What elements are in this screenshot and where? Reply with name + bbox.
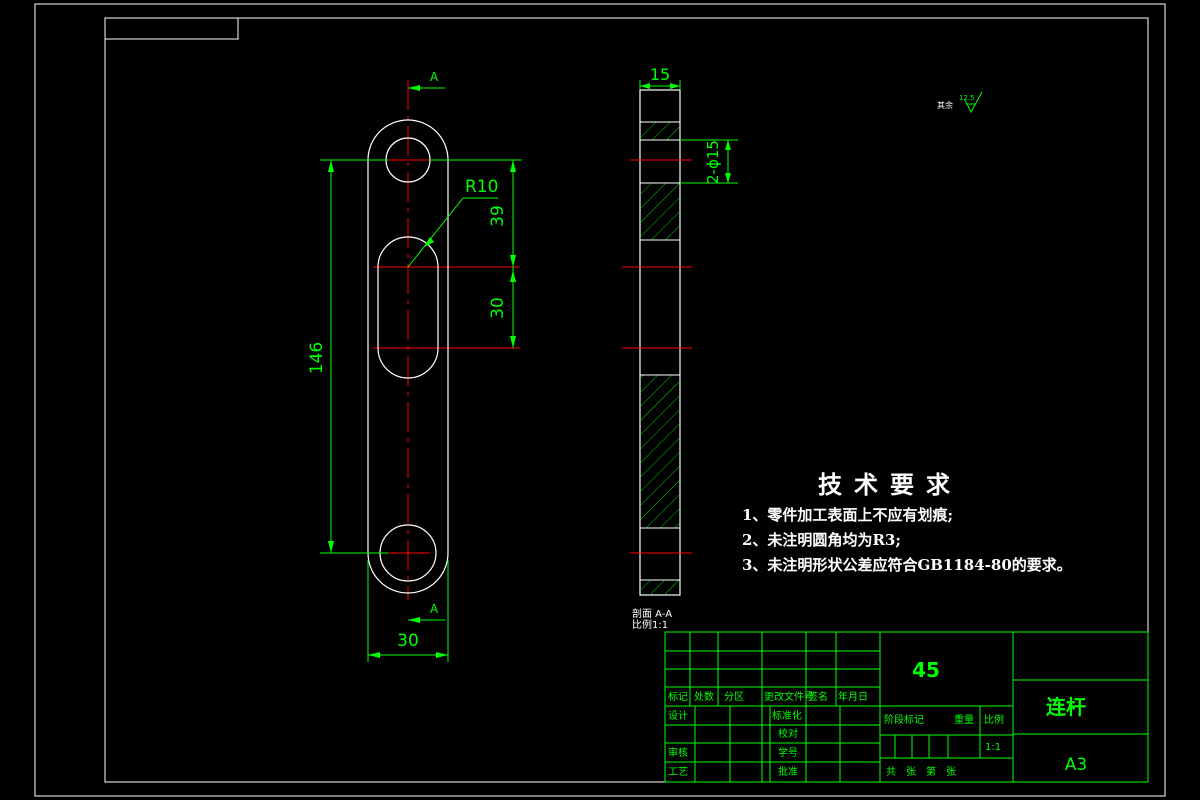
student-no-label: 学号 xyxy=(778,746,798,759)
dim-30-slot: 30 xyxy=(488,297,508,319)
scale-label: 比例1:1 xyxy=(632,618,668,631)
design-label: 设计 xyxy=(668,709,688,722)
title-block-text: 标记 处数 分区 更改文件号 签名 年月日 设计 标准化 校对 审核 学号 工艺… xyxy=(668,658,1087,778)
header-count: 处数 xyxy=(694,690,714,703)
ratio-value: 1:1 xyxy=(985,742,1001,753)
section-marker-a-top: A xyxy=(430,70,439,84)
tech-requirement-2: 2、未注明圆角均为R3; xyxy=(742,531,901,549)
part-name: 连杆 xyxy=(1046,695,1086,719)
surface-finish-symbol: 其余 12.5 xyxy=(937,91,983,114)
front-dim-text: 146 39 30 R10 30 A A xyxy=(307,70,508,651)
header-mark: 标记 xyxy=(668,691,688,703)
process-label: 工艺 xyxy=(668,766,688,778)
sheets-label: 共 张 第 张 xyxy=(886,765,956,778)
proofread-label: 校对 xyxy=(778,727,798,740)
drawing-frame xyxy=(34,3,1166,797)
standardize-label: 标准化 xyxy=(772,709,802,722)
title-block xyxy=(664,631,1149,783)
dim-39: 39 xyxy=(488,205,508,227)
tech-requirements-title: 技术要求 xyxy=(818,470,962,499)
ratio-label: 比例 xyxy=(984,713,1004,726)
header-sign: 签名 xyxy=(808,690,828,703)
stage-label: 阶段标记 xyxy=(884,713,924,726)
tech-requirement-1: 1、零件加工表面上不应有划痕; xyxy=(742,506,953,524)
dim-2-phi15: 2-ϕ15 xyxy=(704,140,722,184)
check-label: 审核 xyxy=(668,746,688,759)
section-dim-text: 15 2-ϕ15 xyxy=(650,65,722,184)
front-view xyxy=(367,80,520,623)
dim-15: 15 xyxy=(650,65,670,84)
header-date: 年月日 xyxy=(838,690,868,703)
dim-146: 146 xyxy=(307,342,327,374)
tech-requirement-3: 3、未注明形状公差应符合GB1184-80的要求。 xyxy=(742,556,1072,574)
middle-slot xyxy=(377,236,439,379)
section-labels: 剖面 A-A 比例1:1 xyxy=(632,607,672,631)
front-dimensions xyxy=(320,159,522,662)
header-zone: 分区 xyxy=(724,691,744,703)
paper-size: A3 xyxy=(1065,755,1087,775)
section-view xyxy=(622,80,738,596)
header-change-doc: 更改文件号 xyxy=(764,690,814,703)
surface-finish-value: 12.5 xyxy=(959,94,975,102)
link-outline xyxy=(367,119,449,594)
material: 45 xyxy=(912,658,940,682)
surface-finish-note: 其余 xyxy=(937,100,953,110)
dim-r10: R10 xyxy=(465,177,498,197)
approve-label: 批准 xyxy=(778,765,798,778)
section-label: 剖面 A-A xyxy=(632,607,672,620)
dim-30-width: 30 xyxy=(397,631,419,651)
section-marker-a-bottom: A xyxy=(430,602,439,616)
weight-label: 重量 xyxy=(954,713,974,726)
